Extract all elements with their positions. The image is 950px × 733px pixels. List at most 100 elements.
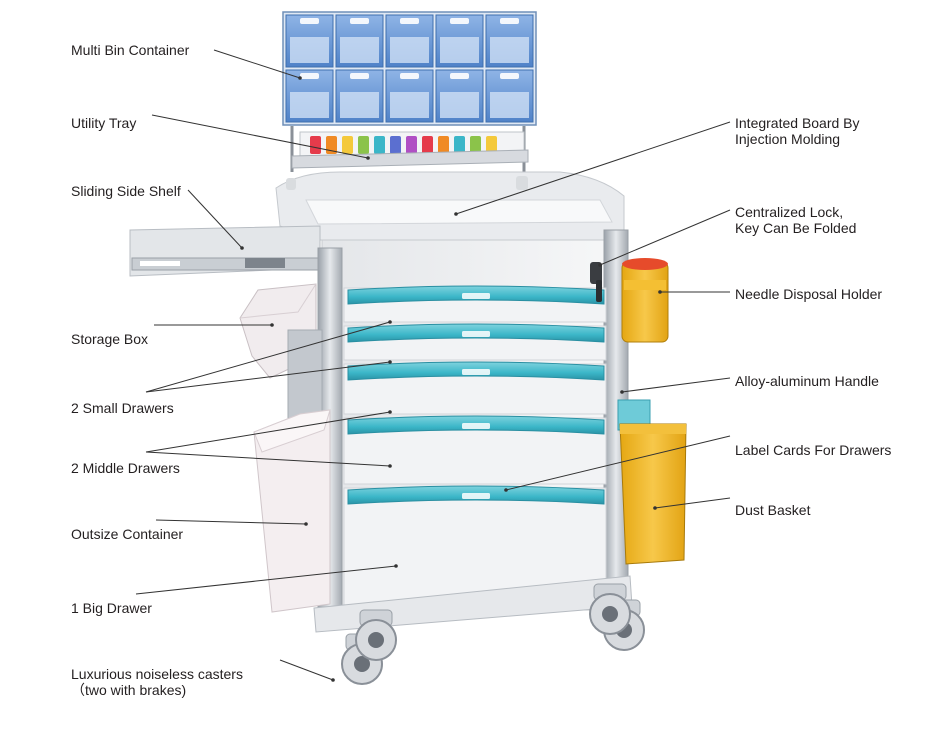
- leader-dot: [454, 212, 458, 216]
- leader-dot: [388, 410, 392, 414]
- leader-dot: [598, 263, 602, 267]
- leader-dot: [270, 323, 274, 327]
- label-outsize-container: Outsize Container: [71, 526, 184, 542]
- bin-contents: [440, 92, 479, 118]
- tray-item: [390, 136, 401, 154]
- outsize-container: [253, 409, 331, 613]
- tray-item: [470, 136, 481, 154]
- leader-line: [599, 209, 731, 266]
- leader-dot: [304, 522, 308, 526]
- leader-dot: [394, 564, 398, 568]
- leader-line: [279, 659, 334, 681]
- leader-line: [654, 497, 731, 509]
- centralized-lock: [590, 262, 602, 302]
- leader-dot: [620, 390, 624, 394]
- leader-dots: [240, 76, 662, 682]
- leader-line: [145, 451, 391, 467]
- label-alloy-aluminum-handle: Alloy-aluminum Handle: [735, 373, 879, 389]
- tray-item: [326, 136, 337, 154]
- drawer-label-card: [462, 331, 490, 337]
- label-utility-tray: Utility Tray: [71, 115, 137, 131]
- bin-label-slot: [500, 18, 519, 24]
- caster-hub: [602, 606, 618, 622]
- bin-label-slot: [350, 73, 369, 79]
- label-needle-disposal-holder: Needle Disposal Holder: [735, 286, 883, 302]
- label-dust-basket: Dust Basket: [735, 502, 811, 518]
- label-middle-drawers: 2 Middle Drawers: [71, 460, 180, 476]
- dust-basket: [617, 399, 687, 565]
- bin-label-slot: [350, 18, 369, 24]
- leader-dot: [366, 156, 370, 160]
- drawer-label-card: [462, 293, 490, 299]
- bin-contents: [390, 37, 429, 63]
- label-small-drawers: 2 Small Drawers: [71, 400, 174, 416]
- drawer-label-card: [462, 493, 490, 499]
- caster-hub: [354, 656, 370, 672]
- label-multi-bin-container: Multi Bin Container: [71, 42, 190, 58]
- drawer-stack: [343, 285, 607, 607]
- leader-dot: [388, 360, 392, 364]
- drawer-label-card: [462, 423, 490, 429]
- bin-contents: [290, 37, 329, 63]
- needle-disposal-holder: [621, 258, 669, 343]
- caster-hub: [368, 632, 384, 648]
- bin-contents: [490, 37, 529, 63]
- tray-item: [342, 136, 353, 154]
- bin-contents: [390, 92, 429, 118]
- tray-item: [422, 136, 433, 154]
- bin-label-slot: [450, 18, 469, 24]
- bin-label-slot: [400, 18, 419, 24]
- bin-label-slot: [500, 73, 519, 79]
- tray-item: [374, 136, 385, 154]
- tray-item: [310, 136, 321, 154]
- leader-line: [145, 411, 391, 453]
- bin-contents: [340, 37, 379, 63]
- integrated-board: [275, 171, 625, 241]
- label-big-drawer: 1 Big Drawer: [71, 600, 152, 616]
- label-label-cards: Label Cards For Drawers: [735, 442, 892, 458]
- tray-item: [454, 136, 465, 154]
- casters: [341, 583, 645, 685]
- tray-item: [406, 136, 417, 154]
- leader-line: [213, 49, 301, 79]
- leader-dot: [658, 290, 662, 294]
- leader-dot: [298, 76, 302, 80]
- label-integrated-board: Integrated Board By Injection Molding: [735, 115, 860, 147]
- bin-contents: [290, 92, 329, 118]
- tray-item: [438, 136, 449, 154]
- leader-line: [455, 121, 731, 215]
- leader-line: [145, 361, 391, 393]
- tray-item: [486, 136, 497, 154]
- leader-line: [155, 519, 307, 525]
- bin-contents: [340, 92, 379, 118]
- leader-line: [621, 377, 731, 393]
- leader-dot: [388, 464, 392, 468]
- leader-line: [145, 321, 391, 393]
- leader-dot: [653, 506, 657, 510]
- leader-dot: [388, 320, 392, 324]
- bin-label-slot: [300, 18, 319, 24]
- leader-lines: [135, 49, 731, 681]
- bin-label-slot: [400, 73, 419, 79]
- leader-dot: [240, 246, 244, 250]
- bin-contents: [490, 92, 529, 118]
- leader-dot: [504, 488, 508, 492]
- label-sliding-side-shelf: Sliding Side Shelf: [71, 183, 181, 199]
- label-storage-box: Storage Box: [71, 331, 149, 347]
- label-centralized-lock: Centralized Lock, Key Can Be Folded: [735, 204, 857, 236]
- leader-line: [135, 565, 397, 595]
- label-casters: Luxurious noiseless casters （two with br…: [71, 666, 243, 698]
- leader-line: [505, 435, 731, 491]
- bin-label-slot: [450, 73, 469, 79]
- leader-line: [187, 189, 243, 249]
- multi-bin-container: [282, 11, 537, 172]
- bin-label-slot: [300, 73, 319, 79]
- sliding-side-shelf: [129, 225, 321, 277]
- leader-dot: [331, 678, 335, 682]
- leader-line: [151, 114, 369, 159]
- tray-item: [358, 136, 369, 154]
- drawer-label-card: [462, 369, 490, 375]
- bin-contents: [440, 37, 479, 63]
